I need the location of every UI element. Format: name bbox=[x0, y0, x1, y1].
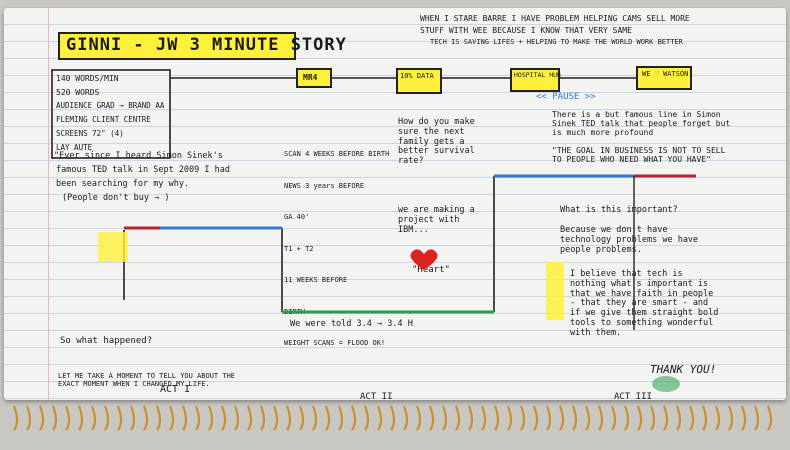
page-title: GINNI - JW 3 MINUTE STORY bbox=[66, 35, 347, 55]
note-line-2: famous TED talk in Sept 2009 I had bbox=[56, 165, 230, 175]
stat2-3: GA 40' bbox=[284, 213, 310, 221]
famous-line: There is a but famous line in Simon Sine… bbox=[552, 110, 731, 138]
stat-line-6: LAY AUTE bbox=[56, 143, 93, 152]
box-mr4 bbox=[296, 68, 332, 88]
note-line-1: "Ever since I heard Simon Sinek's bbox=[54, 151, 223, 161]
box-data bbox=[396, 68, 442, 94]
stat-line-2: 520 WORDS bbox=[56, 88, 100, 97]
stat-line-5: SCREENS 72" (4) bbox=[56, 129, 124, 138]
box-watson bbox=[636, 66, 692, 90]
act-2-label: ACT II bbox=[360, 392, 393, 402]
spiral-binding bbox=[12, 405, 773, 431]
top-right-line-3: TECH IS SAVING LIFES + HELPING TO MAKE T… bbox=[430, 38, 683, 46]
bottom-left-text: LET ME TAKE A MOMENT TO TELL YOU ABOUT T… bbox=[58, 372, 236, 389]
stat2-1: SCAN 4 WEEKS BEFORE BIRTH bbox=[284, 150, 390, 158]
stat2-4: T1 + T2 bbox=[284, 244, 314, 253]
top-right-line-1: WHEN I STARE BARRE I HAVE PROBLEM HELPIN… bbox=[420, 14, 690, 23]
box-watson-label: WE ♡ WATSON bbox=[642, 70, 689, 78]
stat2-7: WEIGHT SCANS = FLOOD OK! bbox=[284, 339, 386, 347]
weight-text: We were told 3.4 → 3.4 H bbox=[290, 319, 413, 329]
what-happened: So what happened? bbox=[60, 336, 153, 346]
note-line-4: (People don't buy → ) bbox=[62, 193, 170, 203]
note-line-3: been searching for my why. bbox=[56, 179, 190, 189]
because-text: Because we don't have technology problem… bbox=[560, 225, 699, 255]
heart-icon bbox=[410, 249, 438, 270]
box-hospital bbox=[510, 68, 560, 92]
act-1-label: ACT I bbox=[160, 384, 191, 395]
stat-line-1: 140 WORDS/MIN bbox=[56, 74, 119, 83]
title-highlight bbox=[58, 32, 296, 60]
stat2-5: 11 WEEKS BEFORE bbox=[284, 276, 348, 284]
act-3-label: ACT III bbox=[614, 392, 652, 402]
top-right-line-2: STUFF WITH WEE BECAUSE I KNOW THAT VERY … bbox=[420, 26, 632, 35]
box-data-label: 10% DATA bbox=[400, 72, 434, 80]
stat2-2: NEWS 3 years BEFORE bbox=[284, 181, 365, 190]
ibm-text: we are making a project with IBM... bbox=[398, 205, 475, 235]
heart-text: "Heart" bbox=[412, 265, 450, 275]
yellow-highlight-right bbox=[546, 262, 564, 320]
stats-box bbox=[51, 69, 171, 159]
question-text: What is this important? bbox=[560, 205, 678, 215]
believe-text: I believe that tech is nothing what's im… bbox=[570, 269, 719, 338]
margin-line bbox=[48, 8, 49, 400]
stat-line-4: FLEMING CLIENT CENTRE bbox=[56, 115, 151, 124]
pause-label: << PAUSE >> bbox=[536, 92, 596, 102]
box-hospital-label: HOSPITAL HUB bbox=[514, 71, 561, 79]
box-mr4-label: MR4 bbox=[303, 73, 318, 82]
yellow-highlight-left bbox=[98, 232, 128, 262]
smiley-icon bbox=[652, 376, 680, 392]
thank-you: THANK YOU! bbox=[650, 363, 717, 376]
hospital-question: How do you make sure the next family get… bbox=[398, 117, 475, 167]
stat-line-3: AUDIENCE GRAD → BRAND AA bbox=[56, 101, 165, 110]
goal-line: "THE GOAL IN BUSINESS IS NOT TO SELL TO … bbox=[552, 146, 726, 165]
